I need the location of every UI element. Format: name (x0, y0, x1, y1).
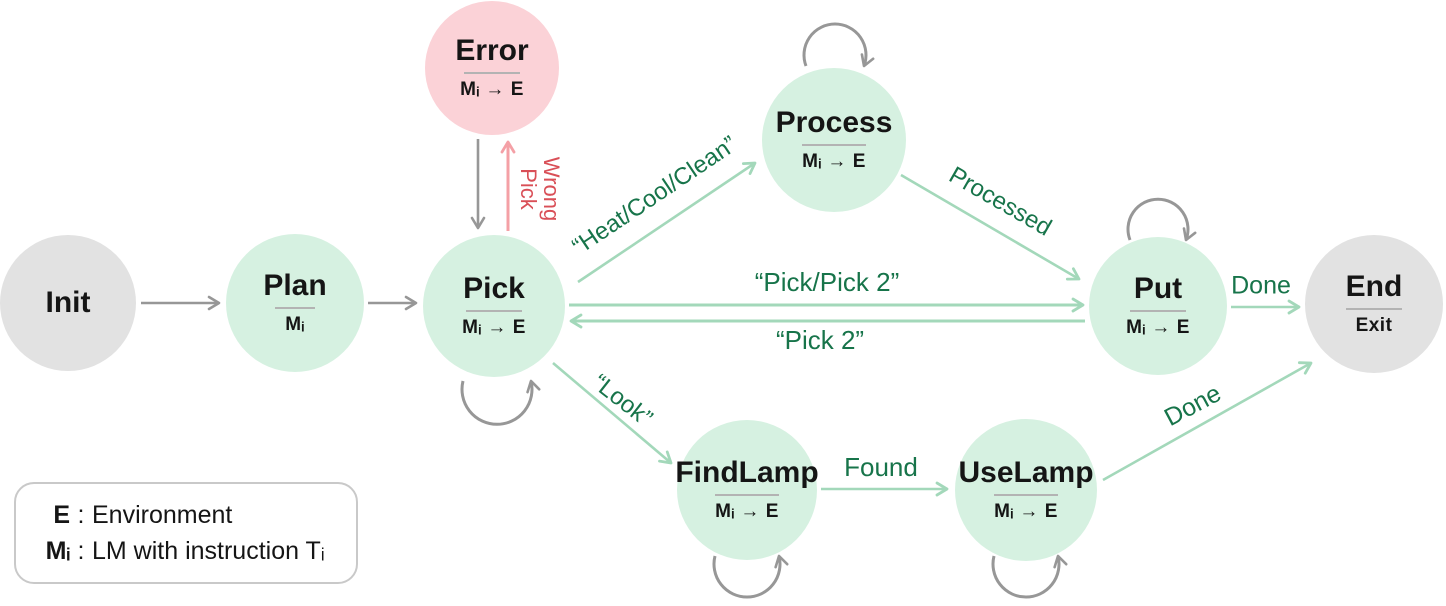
state-title: Init (45, 286, 91, 320)
state-subtitle: Mᵢ → E (802, 151, 866, 173)
state-title: End (1345, 269, 1403, 303)
state-title: UseLamp (958, 455, 1094, 489)
legend-separator: : (77, 500, 85, 529)
edge-label-wrong-pick-line1: Wrong (539, 156, 565, 222)
state-node-error: Error Mᵢ → E (425, 1, 559, 135)
edge-label-pick2: “Pick 2” (775, 325, 865, 355)
self-loop-pick (460, 379, 541, 426)
legend-description: LM with instruction Tᵢ (92, 536, 325, 565)
divider (802, 144, 866, 147)
edge-process-to-put (900, 173, 1081, 281)
self-loop-findlamp (712, 554, 789, 599)
self-loop-put (1126, 197, 1197, 242)
edge-label-pick-or-pick2: “Pick/Pick 2” (754, 267, 900, 297)
edge-pick-to-process (577, 161, 757, 284)
state-subtitle: Mᵢ → E (994, 501, 1058, 523)
divider (275, 307, 315, 310)
edge-label-wrong-pick-line2: Pick (516, 168, 541, 210)
divider (1130, 310, 1186, 313)
state-node-findlamp: FindLamp Mᵢ → E (675, 420, 819, 560)
state-subtitle: Exit (1355, 315, 1393, 337)
self-loop-process (802, 22, 875, 68)
state-title: Error (455, 33, 529, 67)
self-loop-uselamp (991, 554, 1068, 599)
divider (464, 72, 520, 75)
state-node-put: Put Mᵢ → E (1089, 237, 1227, 375)
state-node-end: End Exit (1305, 235, 1443, 373)
state-subtitle: Mᵢ (285, 314, 305, 336)
divider (1346, 308, 1402, 311)
edge-label-found: Found (844, 452, 918, 482)
legend-term: E (53, 500, 70, 529)
edge-uselamp-to-end (1102, 361, 1313, 482)
state-node-process: Process Mᵢ → E (762, 68, 906, 212)
edge-label-done-put-end: Done (1231, 271, 1291, 300)
state-subtitle: Mᵢ → E (715, 501, 779, 523)
state-subtitle: Mᵢ → E (462, 317, 526, 339)
legend-row-environment: E : Environment (30, 501, 342, 530)
state-title: Plan (263, 268, 327, 302)
state-subtitle: Mᵢ → E (460, 79, 524, 101)
edge-label-wrong-pick: Wrong Pick (516, 156, 565, 222)
state-title: Put (1133, 271, 1183, 305)
state-node-plan: Plan Mᵢ (226, 234, 364, 372)
divider (466, 310, 522, 313)
divider (715, 494, 779, 497)
state-node-init: Init (0, 235, 136, 371)
legend-term: Mᵢ (45, 536, 70, 565)
edge-pick-to-findlamp (552, 362, 673, 465)
state-title: FindLamp (675, 455, 819, 489)
state-title: Pick (463, 271, 525, 305)
legend-description: Environment (92, 500, 233, 529)
state-node-uselamp: UseLamp Mᵢ → E (955, 419, 1097, 561)
state-subtitle: Mᵢ → E (1126, 317, 1190, 339)
legend-box: E : Environment Mᵢ : LM with instruction… (14, 482, 358, 584)
legend-row-lm-instruction: Mᵢ : LM with instruction Tᵢ (30, 537, 342, 566)
legend-separator: : (77, 536, 85, 565)
divider (994, 494, 1058, 497)
state-title: Process (775, 105, 893, 139)
state-node-pick: Pick Mᵢ → E (423, 235, 565, 377)
